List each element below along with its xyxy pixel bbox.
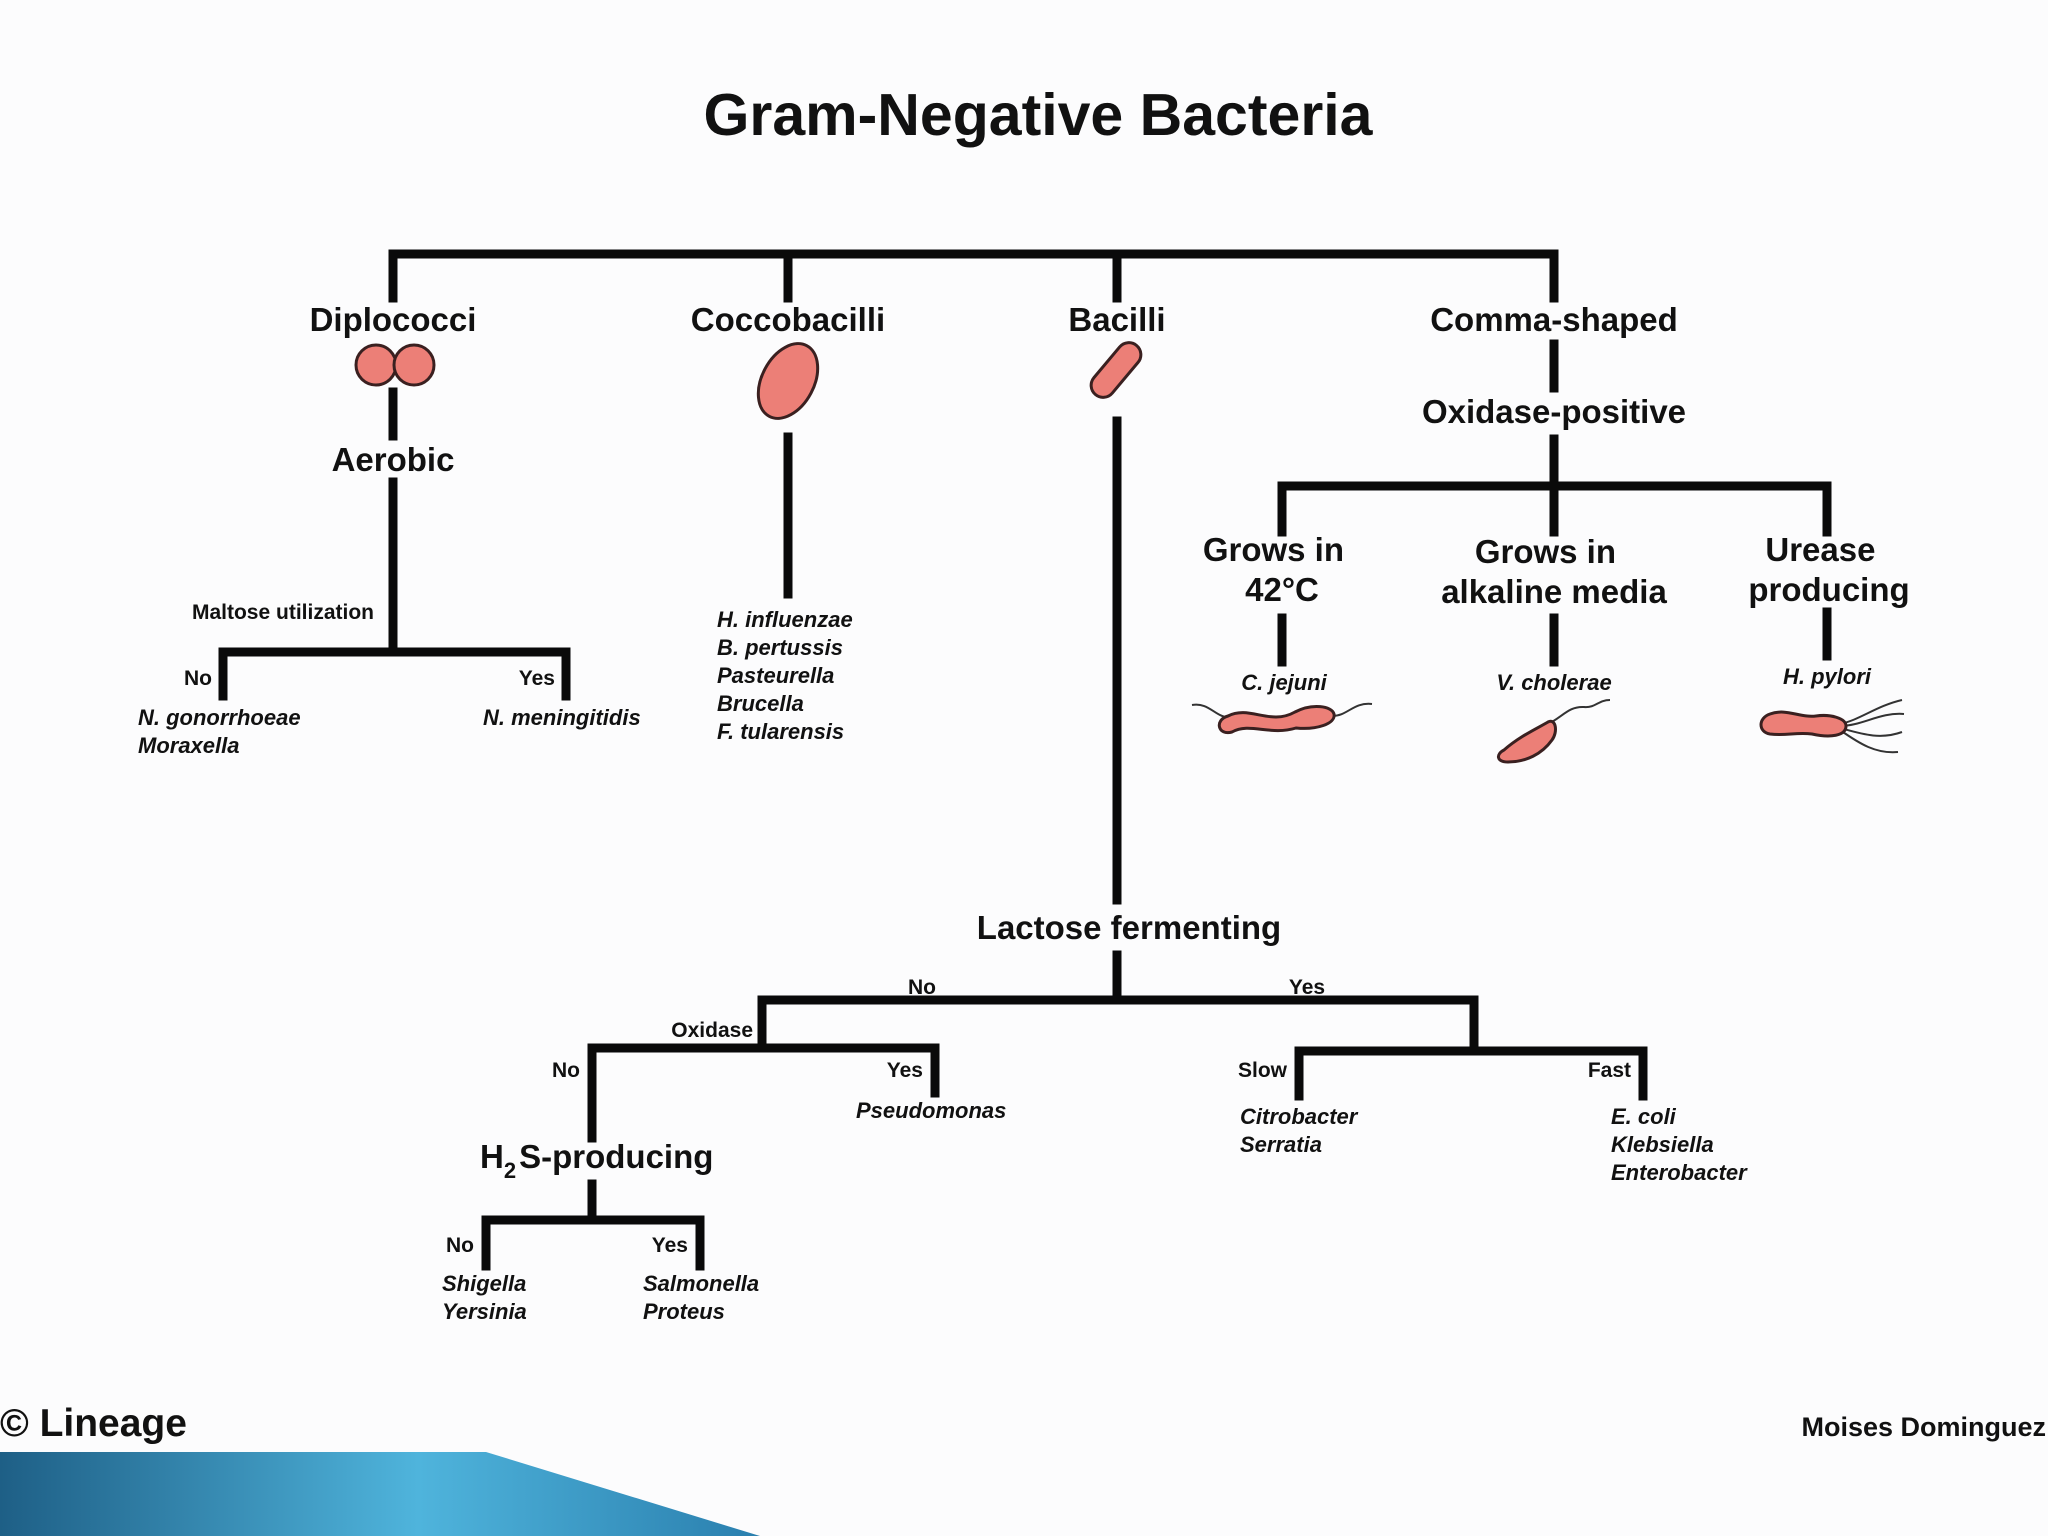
v-cholerae-icon [1497,699,1611,764]
urease-producing-label: Urease producing [1748,531,1909,608]
slow-label: Slow [1238,1059,1288,1082]
h2s-yes-label: Yes [652,1234,688,1257]
diplococci-icon [354,343,436,387]
top-branch-lines [388,249,1559,303]
c-jejuni-label: C. jejuni [1241,670,1327,695]
h2s-no-label: No [446,1234,474,1257]
h2s-producing-label: H2S-producing [480,1138,713,1183]
maltose-yes-species: N. meningitidis [483,705,641,730]
comma-shaped-label: Comma-shaped [1430,301,1678,338]
oxidase-yes-label: Yes [887,1059,923,1082]
diplococci-label: Diplococci [310,301,477,338]
slide-banner [0,1452,760,1536]
oxidase-label: Oxidase [671,1019,753,1042]
pseudomonas-label: Pseudomonas [856,1098,1006,1123]
aerobic-label: Aerobic [332,441,455,478]
h2s-yes-species: Salmonella Proteus [643,1271,765,1324]
maltose-no-species: N. gonorrhoeae Moraxella [138,705,307,758]
h-pylori-label: H. pylori [1783,664,1872,689]
fast-species: E. coli Klebsiella Enterobacter [1611,1104,1748,1185]
grows-42c-label: Grows in 42°C [1203,531,1353,608]
h-pylori-icon [1759,699,1905,754]
lactose-no-label: No [908,976,936,999]
h2s-no-species: Shigella Yersinia [442,1271,532,1324]
oxidase-no-label: No [552,1059,580,1082]
coccobacilli-species: H. influenzae B. pertussis Pasteurella B… [717,607,859,744]
maltose-yes-label: Yes [519,667,555,690]
coccobacillus-icon [756,342,820,420]
grows-alkaline-label: Grows in alkaline media [1441,533,1667,610]
bacilli-branch-lines [481,416,1648,1271]
v-cholerae-label: V. cholerae [1496,670,1611,695]
maltose-utilization-label: Maltose utilization [192,601,374,624]
copyright-label: © Lineage [0,1402,187,1445]
c-jejuni-icon [1191,702,1373,735]
author-label: Moises Dominguez [1801,1412,2046,1442]
lactose-fermenting-label: Lactose fermenting [977,909,1281,946]
fast-label: Fast [1588,1059,1631,1082]
slow-species: Citrobacter Serratia [1240,1104,1363,1157]
diplococci-branch-lines [218,387,571,701]
oxidase-positive-label: Oxidase-positive [1422,393,1686,430]
comma-branch-lines [1277,339,1832,667]
lactose-yes-label: Yes [1289,976,1325,999]
bacilli-label: Bacilli [1068,301,1165,338]
maltose-no-label: No [184,667,212,690]
diagram-title: Gram-Negative Bacteria [704,82,1374,148]
coccobacilli-label: Coccobacilli [691,301,885,338]
bacillus-icon [1089,341,1143,399]
